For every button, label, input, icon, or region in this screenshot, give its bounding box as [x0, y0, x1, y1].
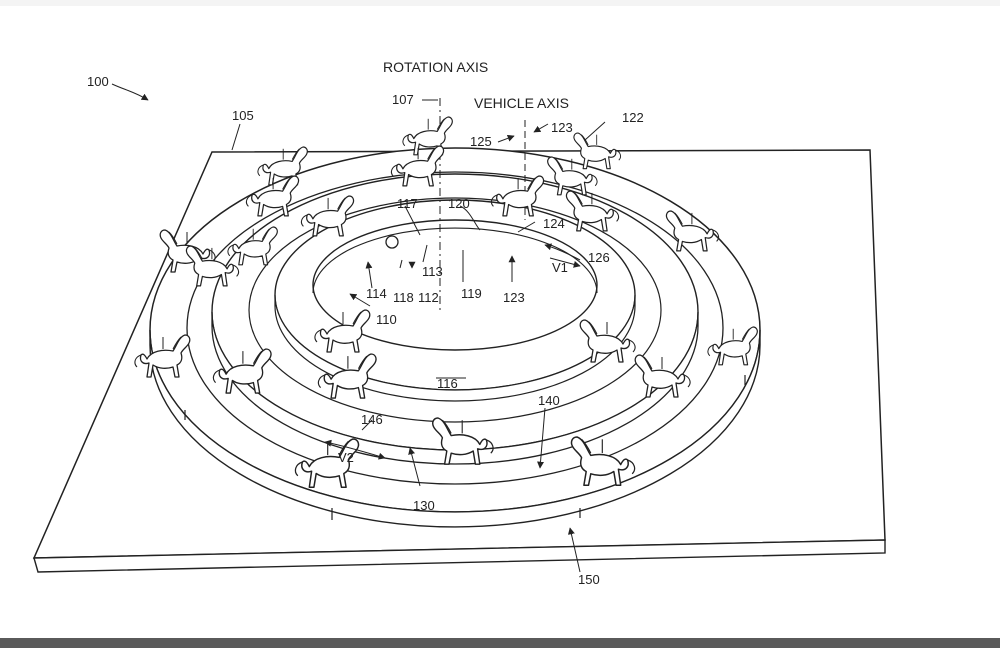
ref-112: 112 [418, 290, 439, 305]
leader-lines [111, 83, 606, 573]
ref-150: 150 [578, 572, 600, 587]
support-posts [184, 375, 746, 520]
top-cropped-text-strip [0, 0, 1000, 6]
ref-123-top: 123 [551, 120, 573, 135]
figure-labels: ROTATION AXIS VEHICLE AXIS 100 105 107 1… [87, 59, 644, 587]
ref-146: 146 [361, 412, 383, 427]
ref-130: 130 [413, 498, 435, 513]
ref-116: 116 [437, 376, 458, 391]
ref-117: 117 [397, 196, 418, 211]
ref-126: 126 [588, 250, 610, 265]
ref-118: 118 [393, 290, 414, 305]
ref-140: 140 [538, 393, 560, 408]
ref-122: 122 [622, 110, 644, 125]
vehicle-axis-label: VEHICLE AXIS [474, 95, 569, 111]
ref-123-inner: 123 [503, 290, 525, 305]
velocity-v2: V2 [338, 450, 354, 465]
ref-107: 107 [392, 92, 414, 107]
ref-119: 119 [461, 286, 482, 301]
ref-114: 114 [366, 286, 387, 301]
rotation-axis-label: ROTATION AXIS [383, 59, 488, 75]
ref-100: 100 [87, 74, 109, 89]
ref-105: 105 [232, 108, 254, 123]
ref-124: 124 [543, 216, 565, 231]
ref-125: 125 [470, 134, 492, 149]
bottom-status-bar [0, 638, 1000, 648]
ref-110: 110 [376, 312, 397, 327]
ref-120: 120 [448, 196, 470, 211]
velocity-v1: V1 [552, 260, 568, 275]
ref-113: 113 [422, 264, 443, 279]
